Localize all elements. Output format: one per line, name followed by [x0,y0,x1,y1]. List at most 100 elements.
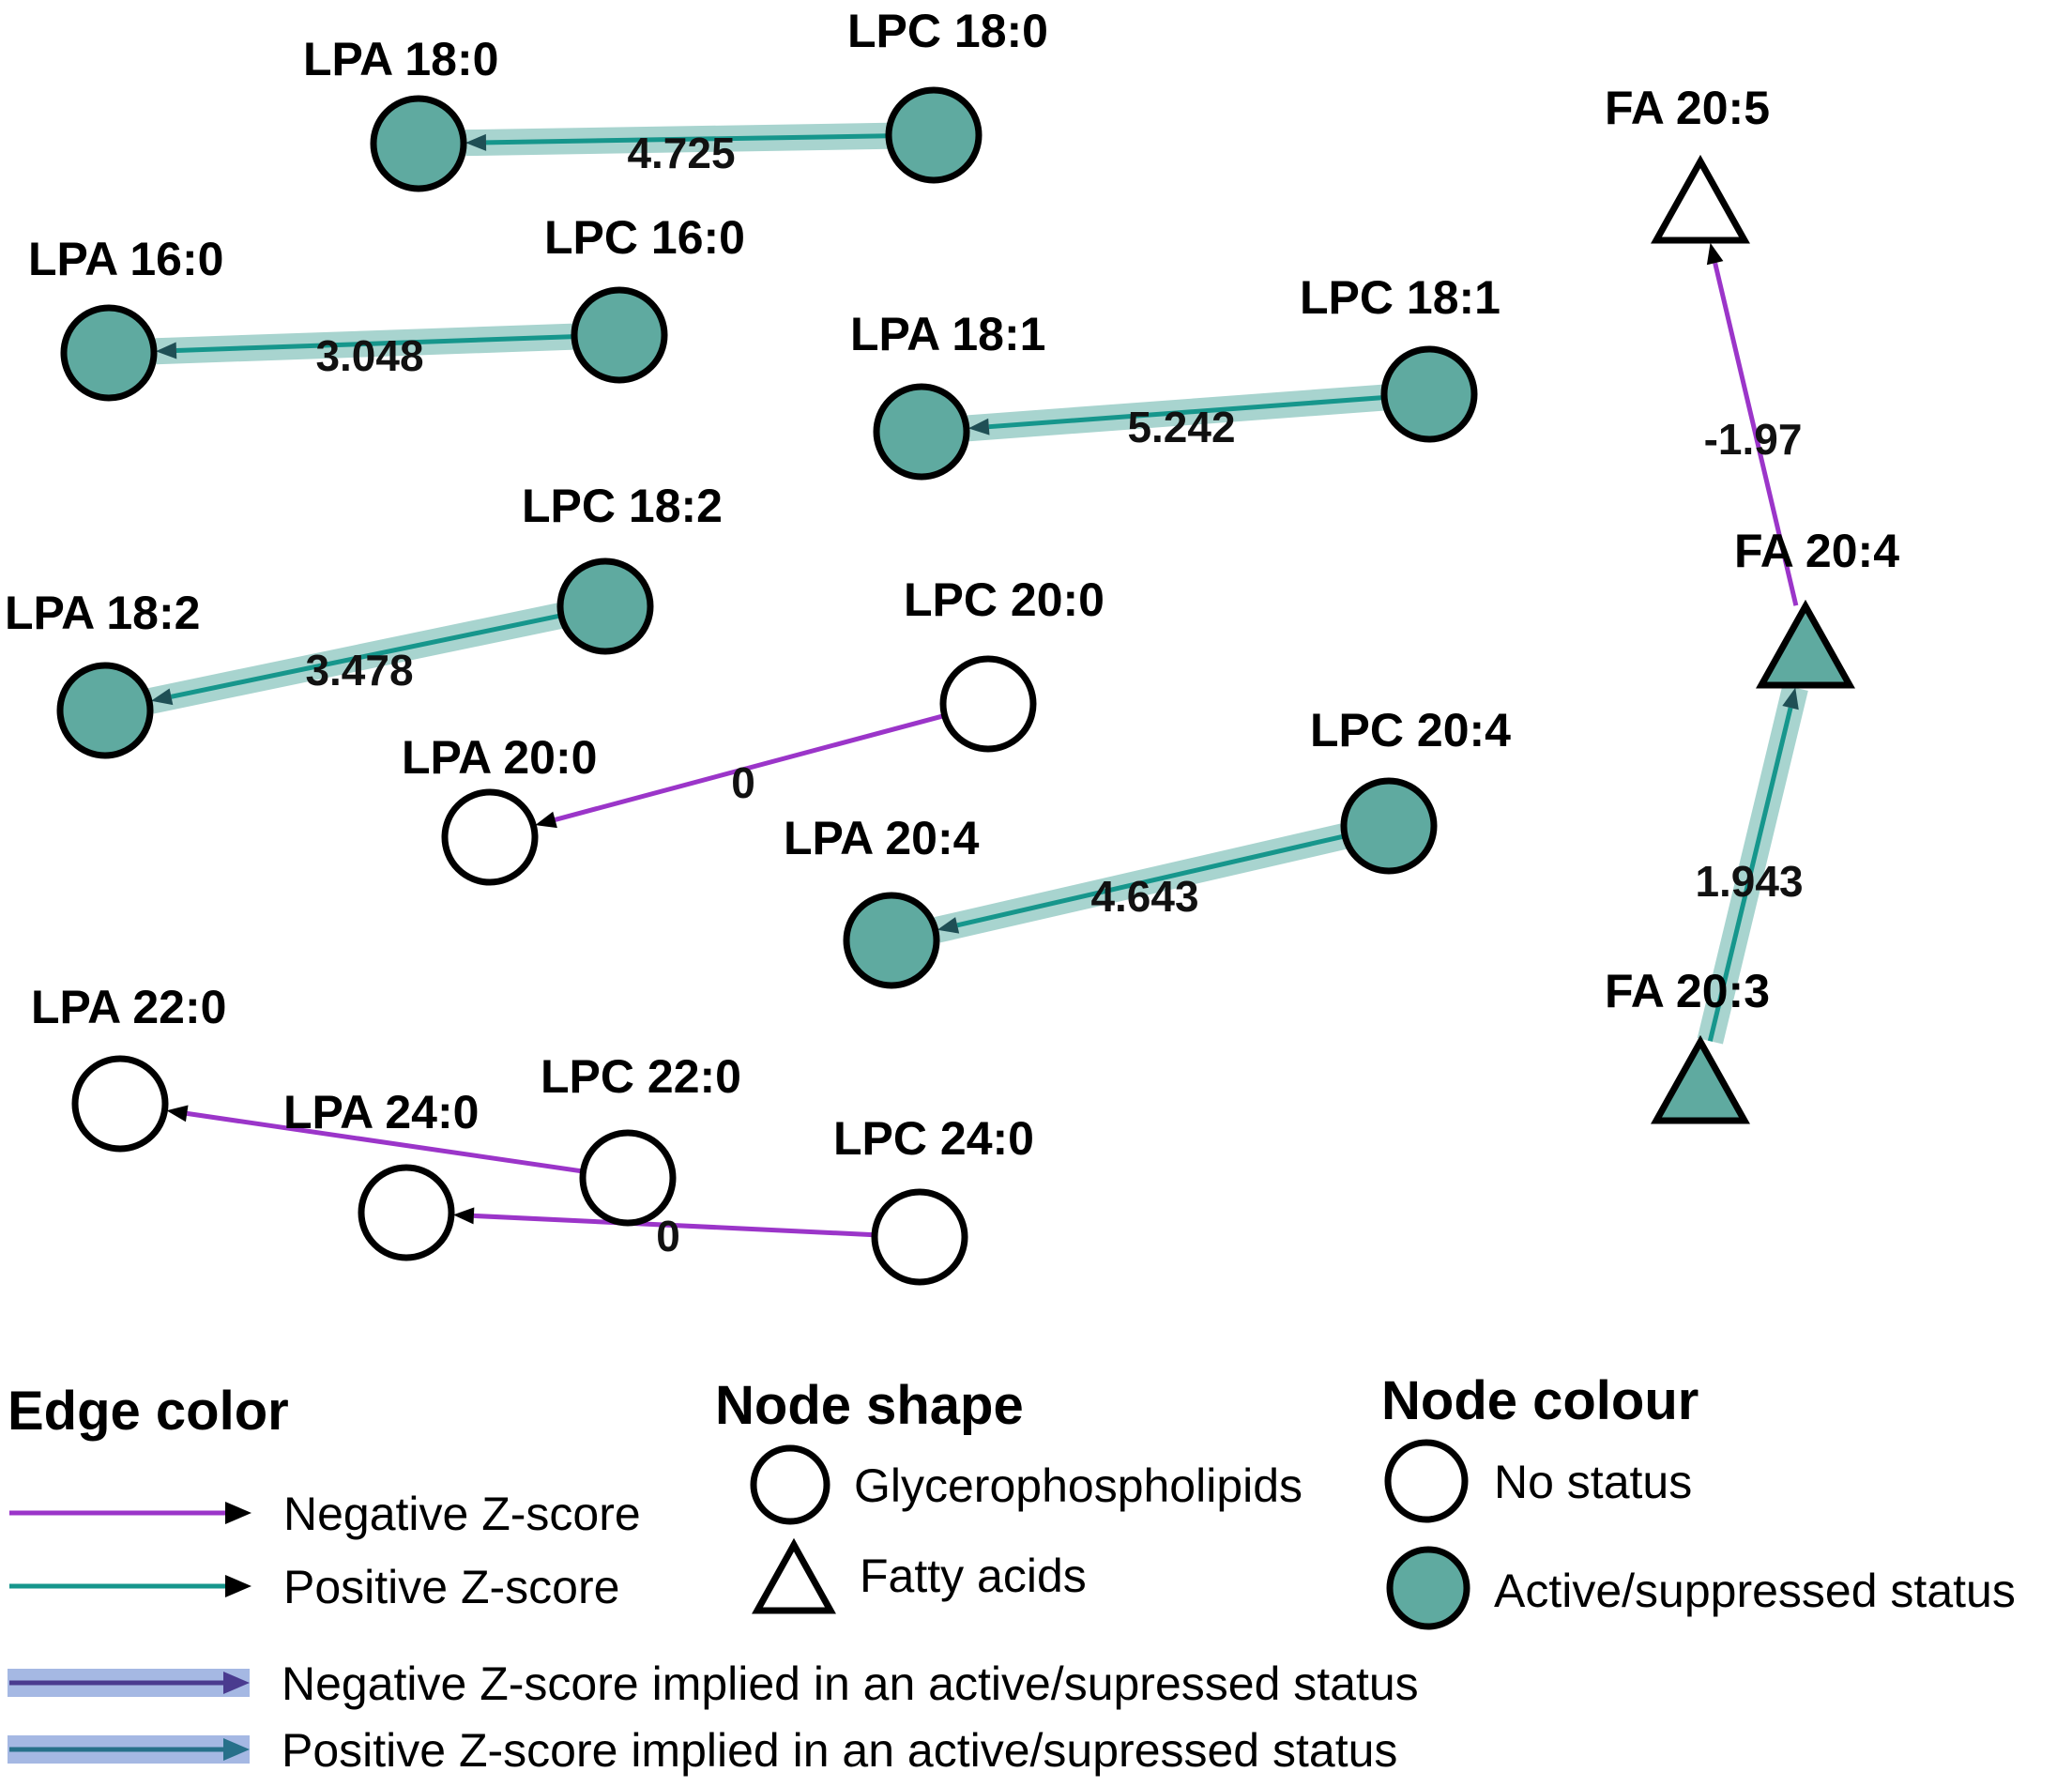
node-lpc-20-0 [939,655,1037,753]
edge-label: 1.943 [1695,857,1803,906]
node-lpc-20-4-label: LPC 20:4 [1310,704,1511,756]
edge-line [485,133,890,145]
node-lpa-20-4-label: LPA 20:4 [784,812,980,864]
node-fa-20-4-label: FA 20:4 [1734,525,1899,577]
node-lpc-22-0-label: LPC 22:0 [541,1050,741,1103]
node-lpa-18-0-label: LPA 18:0 [303,33,498,85]
edge-label: 5.242 [1127,403,1235,451]
edge-line [988,395,1385,430]
edge-lpc-22-0-to-lpa-22-0 [166,1105,584,1174]
node-lpc-18-2 [556,557,654,655]
legend-negative-implied-label: Negative Z-score implied in an active/su… [282,1657,1419,1710]
legend-node-colour-title: Node colour [1381,1370,1699,1431]
legend-triangle-shape [752,1537,836,1614]
node-lpc-18-1-label: LPC 18:1 [1300,271,1501,324]
node-lpc-20-4 [1340,777,1438,875]
edge-label: 0 [656,1212,680,1260]
node-fa-20-3 [1651,1034,1750,1124]
node-lpc-16-0 [571,286,668,384]
node-lpc-18-0 [885,86,983,184]
edge-label: 3.478 [305,646,413,695]
edge-line [473,1213,876,1238]
legend-edge-color-title: Edge color [8,1381,289,1442]
edge-lpc-18-2-to-lpa-18-2 [148,603,564,714]
node-lpa-18-0 [370,95,467,192]
legend-circle-shape [750,1444,830,1525]
legend-negative-implied-arrow [223,1672,250,1694]
edge-line [186,1110,584,1174]
edge-lpc-24-0-to-lpa-24-0 [452,1207,876,1238]
edge-label-layer: 4.725 3.048 5.242 3.478 0 4.643 0 -1.97 1.943 [305,129,1803,1260]
node-lpa-22-0-label: LPA 22:0 [31,981,226,1033]
edge-lpc-18-0-to-lpa-18-0 [465,122,890,157]
edge-line [175,334,575,353]
node-lpa-18-1 [873,383,970,481]
edge-line [1707,707,1793,1042]
node-lpc-18-2-label: LPC 18:2 [522,480,723,532]
edge-lpc-20-4-to-lpa-20-4 [934,823,1348,943]
edge-arrowhead [535,811,557,829]
node-lpc-18-1 [1380,345,1478,443]
edge-lpc-16-0-to-lpa-16-0 [155,323,575,365]
node-lpa-18-2-label: LPA 18:2 [5,587,200,639]
node-lpa-22-0 [71,1055,169,1153]
edge-label: 4.725 [627,129,735,177]
edge-layer [148,122,1808,1238]
node-lpa-16-0-label: LPA 16:0 [28,233,223,285]
node-lpa-24-0-label: LPA 24:0 [283,1086,479,1138]
legend-positive-arrow [225,1575,251,1597]
edge-label: 4.643 [1090,872,1198,921]
edge-arrowhead [1706,242,1724,266]
edge-line [554,712,946,822]
node-lpc-22-0 [579,1129,677,1227]
edge-line [170,613,562,699]
legend-node-shape-title: Node shape [715,1375,1024,1436]
legend-positive-implied-label: Positive Z-score implied in an active/su… [282,1724,1397,1777]
legend-negative-label: Negative Z-score [283,1488,641,1540]
node-lpa-18-1-label: LPA 18:1 [850,308,1045,360]
legend-positive-label: Positive Z-score [283,1561,619,1613]
node-lpc-16-0-label: LPC 16:0 [544,211,745,264]
node-layer [56,86,1855,1286]
edge-line [1713,262,1799,606]
edge-label: 3.048 [315,331,423,380]
node-lpa-20-0 [441,788,539,886]
edge-fa-20-3-to-fa-20-4 [1697,684,1808,1045]
edge-lpc-20-0-to-lpa-20-0 [535,712,946,829]
node-lpa-16-0 [60,304,158,402]
node-fa-20-5 [1651,154,1750,244]
edge-arrowhead [1782,687,1799,710]
legend-no-status-label: No status [1494,1456,1692,1508]
edge-arrowhead [155,342,177,359]
node-lpa-18-2 [56,662,154,759]
node-lpc-20-0-label: LPC 20:0 [904,573,1105,626]
legend-circle-label: Glycerophospholipids [854,1459,1303,1512]
legend-active-status-circle [1386,1546,1470,1630]
legend: Edge color Negative Z-score Positive Z-s… [8,1370,2016,1777]
edge-lpc-18-1-to-lpa-18-1 [967,384,1386,442]
node-lpa-20-0-label: LPA 20:0 [402,731,597,784]
edge-arrowhead [937,917,960,934]
edge-fa-20-4-to-fa-20-5 [1706,242,1799,606]
legend-negative-arrow [225,1502,251,1524]
node-fa-20-4 [1756,599,1855,689]
node-lpc-24-0-label: LPC 24:0 [833,1112,1034,1165]
edge-arrowhead [166,1105,189,1123]
node-lpc-18-0-label: LPC 18:0 [847,5,1048,57]
node-lpa-24-0 [358,1164,455,1261]
node-fa-20-3-label: FA 20:3 [1605,965,1770,1017]
node-lpc-24-0 [871,1188,968,1286]
edge-label: -1.97 [1704,415,1803,464]
legend-active-status-label: Active/suppressed status [1494,1565,2016,1617]
legend-positive-implied-arrow [223,1738,250,1761]
legend-triangle-label: Fatty acids [860,1550,1087,1602]
legend-no-status-circle [1384,1439,1469,1523]
edge-arrowhead [465,133,487,151]
edge-arrowhead [967,418,990,435]
edge-line [956,833,1346,928]
node-lpa-20-4 [843,892,940,989]
edge-arrowhead [150,688,174,706]
edge-label: 0 [731,758,755,807]
